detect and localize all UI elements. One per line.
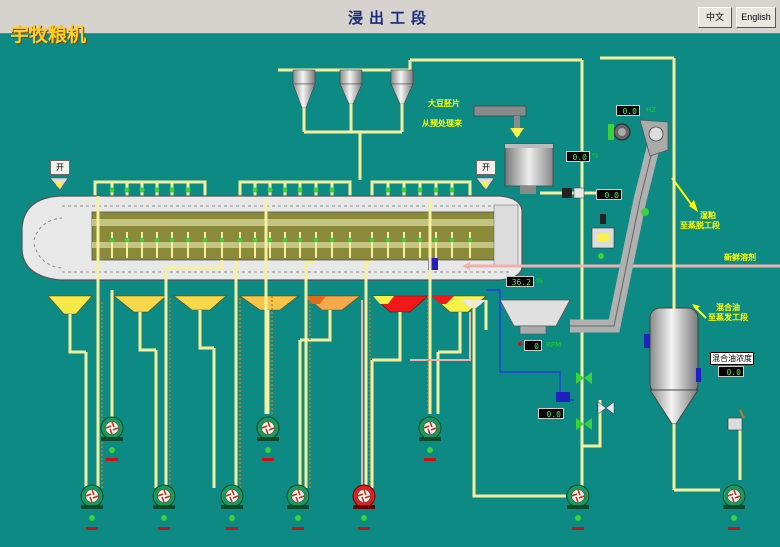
feed-valve (562, 187, 585, 199)
pump-lower-4[interactable] (286, 484, 310, 510)
pump-tag-marks (86, 458, 740, 530)
pump-lower-3[interactable] (220, 484, 244, 510)
circulation-pipes (68, 310, 462, 488)
rpm-unit: RPM (546, 341, 562, 349)
extractor-percent-readout: 36.2 (506, 276, 534, 287)
pump-upper-2[interactable] (256, 416, 280, 442)
red-risers (361, 300, 471, 488)
hz-unit: HZ (646, 106, 657, 114)
elevator-motor (608, 123, 649, 216)
pump-lower-2[interactable] (152, 484, 176, 510)
cyclone-2 (339, 69, 363, 105)
brand-logo: 宇牧粮机 (10, 24, 87, 46)
wet-meal-label: 湿粕 (700, 210, 716, 220)
elevator-panel (591, 214, 615, 259)
spray-risers (96, 196, 432, 488)
mixing-valve (556, 372, 615, 430)
extractor-rpm-readout: 0 (524, 340, 542, 351)
hopper-level-readout: 0.0 (566, 151, 590, 162)
feed-conveyor (473, 105, 527, 138)
cyclone-3 (390, 69, 414, 105)
page-title: 浸出工段 (347, 9, 432, 27)
feed-hopper (504, 143, 554, 194)
loop-extractor (21, 195, 523, 281)
dotted-pipes (101, 296, 429, 488)
pump-lower-7[interactable] (722, 484, 746, 510)
fresh-solvent-label: 新鲜溶剂 (724, 252, 756, 262)
pump-lower-5[interactable] (352, 484, 376, 510)
pump-status-lights (89, 447, 737, 521)
miscella-concentration-label: 混合油浓度 (710, 352, 754, 365)
left-lamp (49, 177, 69, 191)
miscella-label: 混合油 (716, 302, 740, 312)
red-rpm-marker (518, 342, 522, 346)
open-button-right[interactable]: 开 (476, 160, 496, 175)
english-language-button[interactable]: English (736, 7, 776, 28)
hopper-unit: % (592, 152, 599, 160)
open-button-left[interactable]: 开 (50, 160, 70, 175)
right-pipes (472, 300, 602, 498)
elevator-frequency-readout: 0.0 (616, 105, 640, 116)
from-pretreatment-label: 从预处理来 (422, 118, 462, 128)
chinese-language-button[interactable]: 中文 (698, 7, 732, 28)
miscella-concentration-readout: 0.0 (718, 366, 744, 377)
pump-upper-1[interactable] (100, 416, 124, 442)
valve-opening-readout: 0.0 (538, 408, 564, 419)
spray-valves-top (109, 187, 455, 193)
pump-upper-3[interactable] (418, 416, 442, 442)
inner-spray-valves (109, 237, 473, 243)
title-bar: 浸出工段 中文 English (0, 0, 780, 34)
percent-unit: % (536, 277, 543, 285)
right-lamp (475, 177, 495, 191)
wet-meal-conveyor (499, 119, 669, 335)
to-desolventizer-label: 至蒸脱工段 (680, 220, 720, 230)
soy-flakes-label: 大豆胚片 (428, 98, 460, 108)
pump-lower-1[interactable] (80, 484, 104, 510)
feed-rate-readout: 0.0 (596, 189, 622, 200)
inner-spray-nozzles (111, 232, 471, 258)
cyclone-1 (292, 69, 316, 109)
miscella-tank (600, 56, 701, 490)
pump-lower-6[interactable] (566, 484, 590, 510)
to-evaporation-label: 至蒸发工段 (708, 312, 748, 322)
